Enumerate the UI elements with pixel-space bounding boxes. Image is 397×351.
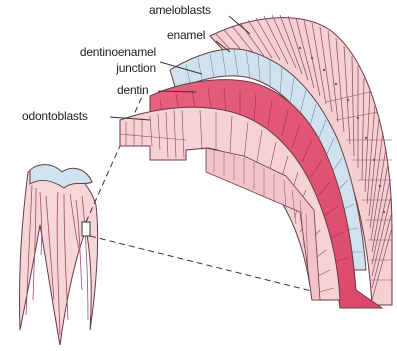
label-ameloblasts: ameloblasts <box>149 4 211 17</box>
label-dentinoenamel-junction-line1: dentinoenamel <box>72 46 156 59</box>
label-odontoblasts: odontoblasts <box>22 110 88 123</box>
enlarged-section <box>120 15 392 308</box>
label-dentinoenamel-junction-line2: junction <box>72 62 156 75</box>
label-dentin: dentin <box>117 84 149 97</box>
label-enamel: enamel <box>167 29 205 42</box>
tooth-overview <box>19 165 97 345</box>
